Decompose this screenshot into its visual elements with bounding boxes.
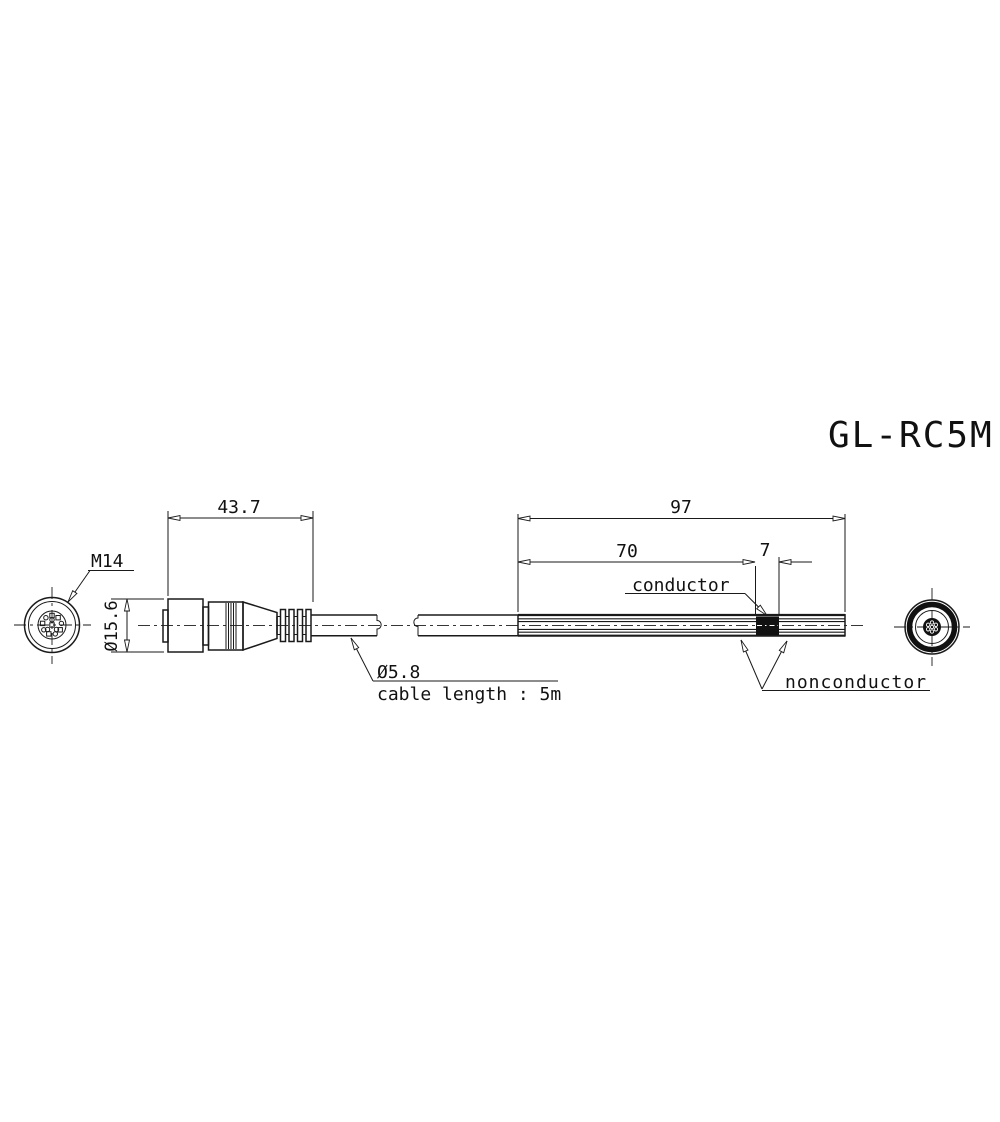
pin <box>57 627 63 633</box>
length-70-dimension: 70 <box>517 541 756 615</box>
front-view: M14 <box>14 551 134 664</box>
leader-arrow <box>755 604 768 616</box>
length-97-text: 97 <box>670 497 692 518</box>
conductor-label: conductor <box>632 575 730 596</box>
wire-lines <box>518 618 845 633</box>
pin <box>52 631 58 637</box>
leader-arrow <box>350 637 360 651</box>
conductor-callout: conductor <box>625 575 768 616</box>
nonconductor-label: nonconductor <box>785 672 927 693</box>
pin-field-circle <box>37 610 67 640</box>
nonconductor-callout: nonconductor <box>740 639 930 693</box>
thread-callout: M14 <box>67 551 134 603</box>
pin <box>49 622 55 628</box>
cable <box>311 614 518 637</box>
length-43-7-text: 43.7 <box>217 497 260 518</box>
relief-ring <box>288 608 295 643</box>
strand-texture <box>925 620 939 634</box>
jacket-ring <box>906 601 958 653</box>
cable-diameter-label: Ø5.8 <box>377 662 420 683</box>
length-97-dimension: 97 <box>517 497 846 612</box>
length-70-text: 70 <box>616 541 638 562</box>
leader-arrow <box>740 639 749 653</box>
tapered-boot <box>242 600 278 652</box>
pin <box>39 620 46 627</box>
pin <box>46 631 52 637</box>
pin <box>55 615 61 621</box>
relief-ring <box>296 608 304 643</box>
diameter-15-6-text: Ø15.6 <box>102 600 122 651</box>
cable-length-label: cable length : 5m <box>377 684 561 705</box>
break-mark <box>376 615 382 636</box>
connector-pins <box>39 612 65 637</box>
conductor-core <box>923 618 941 636</box>
length-7-text: 7 <box>760 540 771 561</box>
length-7-dimension: 7 <box>760 540 812 615</box>
neck-ring <box>202 606 210 646</box>
strain-relief <box>276 608 312 643</box>
leader-arrow <box>67 590 78 603</box>
leader-arrow <box>778 640 788 654</box>
stripped-end <box>517 613 846 637</box>
pin <box>49 617 55 623</box>
jacket-outer-circle <box>904 599 960 655</box>
exposed-conductor <box>756 616 779 635</box>
diameter-15-6-dimension: Ø15.6 <box>102 598 164 653</box>
relief-ring <box>305 608 312 643</box>
relief-ring <box>279 608 287 643</box>
pin <box>43 615 49 621</box>
pin <box>44 626 51 633</box>
side-view <box>138 598 866 653</box>
pin <box>53 626 60 633</box>
pin <box>58 620 65 627</box>
length-43-7-dimension: 43.7 <box>167 497 314 602</box>
insulation-circle <box>915 610 949 644</box>
cable-spec-callout: Ø5.8 cable length : 5m <box>350 637 561 705</box>
thread-label: M14 <box>91 551 124 572</box>
cable-cross-section-view <box>894 588 970 666</box>
connector-outer-circle <box>23 596 81 654</box>
connector-inner-circle <box>28 601 76 649</box>
pin <box>41 627 47 633</box>
drawing-title: GL-RC5M <box>828 415 994 456</box>
knurl-lines <box>225 603 237 649</box>
break-mark <box>413 615 419 636</box>
